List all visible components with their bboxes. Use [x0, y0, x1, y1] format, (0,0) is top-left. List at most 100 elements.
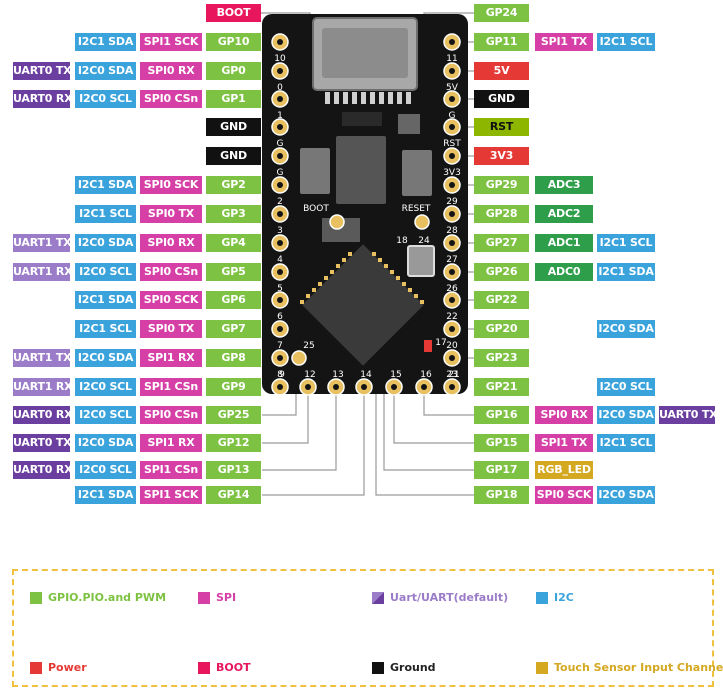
silk-28: 28: [446, 226, 458, 236]
right-label-i2c1-sda: I2C1 SDA: [597, 263, 655, 281]
chip-pad: [390, 270, 394, 274]
pin-hole: [421, 384, 427, 390]
left-label-gp3: GP3: [206, 205, 261, 223]
connector-line: [262, 395, 309, 444]
silk-14: 14: [360, 370, 372, 380]
header-pins: [271, 33, 461, 396]
silk-21: 21: [448, 370, 459, 380]
left-label-spi1-csn: SPI1 CSn: [140, 461, 202, 479]
left-label-uart1-tx: UART1 TX: [13, 234, 72, 252]
chip-pad: [372, 252, 376, 256]
right-label-gp26: GP26: [474, 263, 529, 281]
left-label-spi1-rx: SPI1 RX: [140, 434, 202, 452]
pin-hole: [449, 96, 455, 102]
legend-label-spi: SPI: [216, 591, 237, 604]
left-label-uart0-tx: UART0 TX: [13, 62, 72, 80]
pin-hole: [277, 355, 283, 361]
connector-line: [262, 395, 337, 471]
right-label-spi0-sck: SPI0 SCK: [535, 486, 593, 504]
legend-swatch-boot: [198, 662, 210, 674]
silk-7: 7: [277, 341, 283, 351]
left-label-spi1-rx: SPI1 RX: [140, 349, 202, 367]
right-label-spi1-tx: SPI1 TX: [535, 434, 593, 452]
left-label-gnd: GND: [206, 118, 261, 136]
usb-leg: [361, 92, 366, 104]
legend-swatch-i2c: [536, 592, 548, 604]
legend-label-gpio: GPIO.PIO.and PWM: [48, 591, 167, 604]
pin-hole: [449, 211, 455, 217]
left-label-spi0-tx: SPI0 TX: [140, 205, 202, 223]
left-label-i2c0-scl: I2C0 SCL: [75, 263, 136, 281]
silk-3v3: 3V3: [443, 168, 461, 178]
chip-pads: [300, 252, 424, 304]
chip-pad: [384, 264, 388, 268]
silk-17: 17: [435, 338, 446, 348]
left-label-gp6: GP6: [206, 291, 261, 309]
boot-button: [300, 148, 330, 194]
legend-label-ground: Ground: [390, 661, 436, 674]
right-label-adc0: ADC0: [535, 263, 593, 281]
left-label-i2c0-sda: I2C0 SDA: [75, 62, 136, 80]
chip-pad: [402, 282, 406, 286]
left-label-i2c0-scl: I2C0 SCL: [75, 378, 136, 396]
right-label-gp11: GP11: [474, 33, 529, 51]
left-label-gp2: GP2: [206, 176, 261, 194]
right-label-gp29: GP29: [474, 176, 529, 194]
left-label-gp0: GP0: [206, 62, 261, 80]
right-label-adc2: ADC2: [535, 205, 593, 223]
usb-leg: [370, 92, 375, 104]
usb-leg: [379, 92, 384, 104]
left-label-uart1-rx: UART1 RX: [13, 378, 73, 396]
pin-hole: [449, 153, 455, 159]
pin-hole: [449, 355, 455, 361]
silk-rst: RST: [443, 139, 461, 149]
right-label-rst: RST: [474, 118, 529, 136]
pin-hole: [449, 182, 455, 188]
silk-23: 23: [446, 370, 457, 380]
pin-hole: [449, 326, 455, 332]
pin-hole: [277, 269, 283, 275]
left-label-spi0-csn: SPI0 CSn: [140, 263, 202, 281]
pin-hole: [391, 384, 397, 390]
usb-c-inner: [322, 28, 408, 78]
regulator-chip: [336, 136, 386, 204]
silk-10: 10: [274, 54, 286, 64]
left-label-gp13: GP13: [206, 461, 261, 479]
legend-label-power: Power: [48, 661, 87, 674]
chip-pad: [312, 288, 316, 292]
left-label-i2c1-scl: I2C1 SCL: [75, 320, 136, 338]
silk-12: 12: [304, 370, 315, 380]
left-label-i2c1-sda: I2C1 SDA: [75, 291, 136, 309]
crystal: [407, 245, 435, 277]
silk-15: 15: [390, 370, 401, 380]
pin-hole: [333, 384, 339, 390]
pin-hole: [277, 124, 283, 130]
right-label-spi0-rx: SPI0 RX: [535, 406, 593, 424]
left-label-gp7: GP7: [206, 320, 261, 338]
silk-1: 1: [277, 111, 283, 121]
silk-25: 25: [303, 341, 314, 351]
silk-0: 0: [277, 83, 283, 93]
left-label-gp10: GP10: [206, 33, 261, 51]
silk-18: 18: [396, 236, 408, 246]
usb-leg: [352, 92, 357, 104]
legend-swatch-gpio: [30, 592, 42, 604]
right-label-gp27: GP27: [474, 234, 529, 252]
left-label-gp8: GP8: [206, 349, 261, 367]
silk-6: 6: [277, 312, 283, 322]
pin-hole: [277, 384, 283, 390]
gp24-label: GP24: [474, 4, 529, 22]
capacitor-1: [398, 114, 420, 134]
silk-27: 27: [446, 255, 457, 265]
silk-22: 22: [446, 312, 457, 322]
left-label-gp4: GP4: [206, 234, 261, 252]
silk-g: G: [277, 168, 284, 178]
silk-5: 5: [277, 284, 283, 294]
left-label-uart1-tx: UART1 TX: [13, 349, 72, 367]
chip-pad: [342, 258, 346, 262]
right-label-5v: 5V: [474, 62, 529, 80]
chip-pad: [318, 282, 322, 286]
left-label-gp1: GP1: [206, 90, 261, 108]
